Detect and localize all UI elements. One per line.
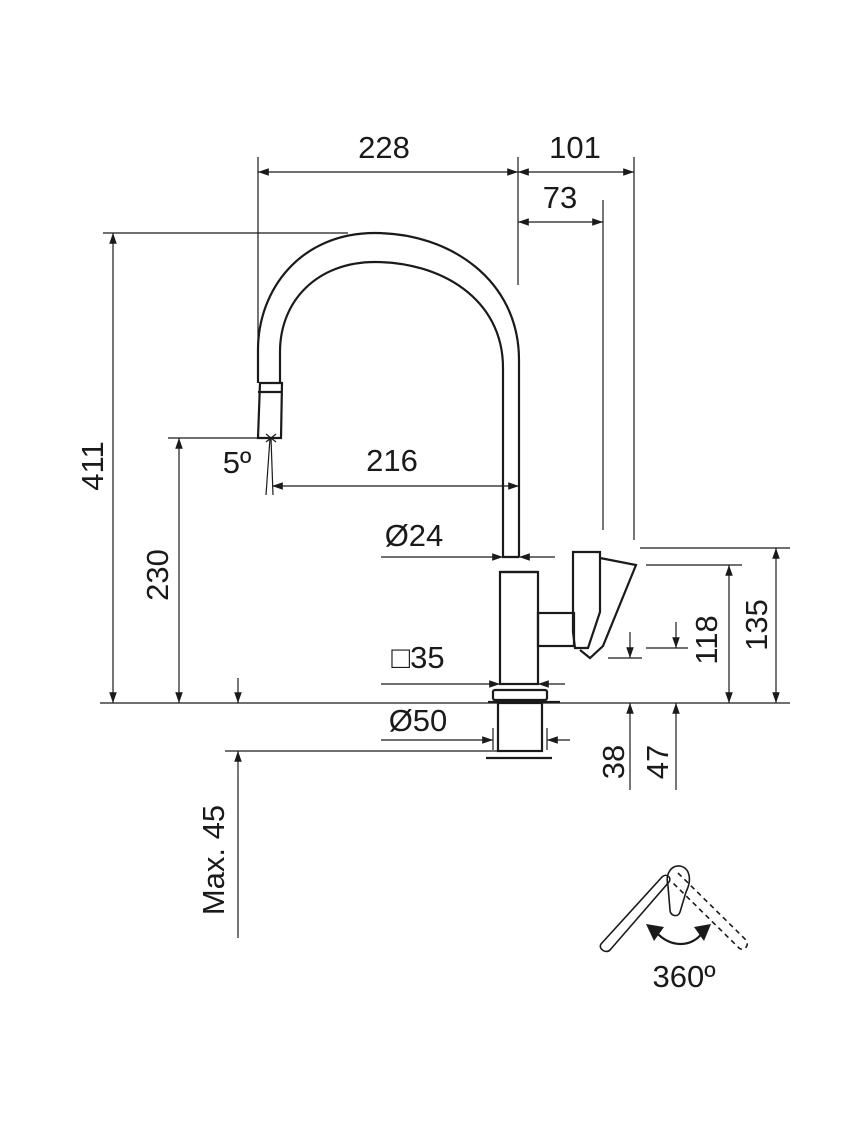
dim-230: 230: [140, 437, 262, 703]
dim-38: 38: [596, 632, 642, 790]
dim-411: 411: [75, 232, 348, 703]
dim-101-label: 101: [549, 130, 601, 165]
dim-diameter-24: Ø24: [381, 518, 555, 561]
dim-max-45: Max. 45: [196, 678, 498, 938]
dim-228-label: 228: [358, 130, 410, 165]
dim-diameter-50: Ø50: [381, 703, 570, 750]
dim-230-label: 230: [140, 549, 175, 601]
dim-diameter-50-label: Ø50: [389, 703, 448, 738]
dim-47-label: 47: [640, 745, 675, 779]
dim-38-label: 38: [596, 745, 631, 779]
dim-118: 118: [646, 564, 742, 703]
dim-square-35: □35: [381, 640, 565, 688]
dim-216-label: 216: [366, 443, 418, 478]
dim-73: 73: [518, 180, 604, 530]
rotation-360-icon: [599, 865, 749, 953]
dim-73-label: 73: [543, 180, 577, 215]
dim-135-label: 135: [739, 599, 774, 651]
dim-101: 101: [518, 130, 635, 540]
dim-diameter-24-label: Ø24: [385, 518, 444, 553]
dim-216: 216: [272, 443, 520, 496]
dim-228: 228: [257, 130, 519, 355]
dim-135: 135: [640, 547, 790, 703]
dim-411-label: 411: [75, 441, 110, 490]
dim-square-35-label: □35: [391, 640, 444, 675]
dim-47: 47: [640, 622, 688, 790]
dim-max-45-label: Max. 45: [196, 805, 231, 915]
dim-5-label: 5º: [223, 445, 252, 480]
dim-118-label: 118: [689, 615, 724, 664]
dim-5-degree: 5º: [223, 433, 277, 496]
rotation-360-label: 360º: [652, 959, 715, 994]
faucet-outline: [256, 231, 638, 760]
